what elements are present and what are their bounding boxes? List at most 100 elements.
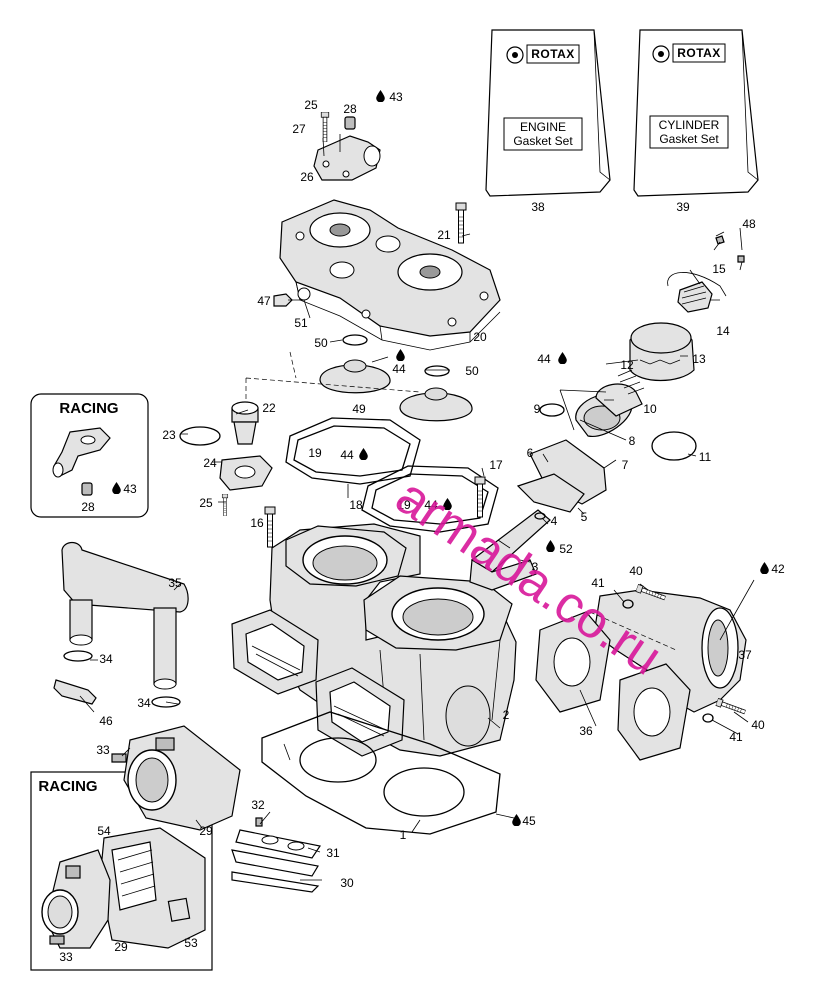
intake-manifold [123,725,241,831]
callout-label: 22 [262,401,276,415]
thermostat-cover [219,455,273,491]
racing-title-top: RACING [59,400,118,417]
combustion-dome-right [399,387,473,422]
callout-label: 40 [629,564,643,578]
callout-label: 36 [579,724,593,738]
callout-label: 39 [676,200,690,214]
rotax-logo-icon [652,45,670,63]
callout-label: 34 [99,652,113,666]
callout-label: 21 [437,228,451,242]
callout-label: 15 [712,262,726,276]
callout-label: 10 [643,402,657,416]
exhaust-gasket-left [535,611,611,713]
callout-label: 20 [473,330,487,344]
rave-valve-cover [629,322,695,381]
exhaust-cover [61,541,189,690]
callout-label: 33 [59,950,73,964]
cylinder-block [269,523,517,757]
callout-label: 13 [692,352,706,366]
callout-label: 19 [397,498,411,512]
callout-label: 44 [424,498,438,512]
callout-label: 46 [99,714,113,728]
callout-label: 12 [620,358,634,372]
callout-label: 43 [123,482,137,496]
cylinder-kit-line1: CYLINDER [659,118,720,132]
callout-label: 48 [742,217,756,231]
callout-label: 30 [340,876,354,890]
racing-title-bottom: RACING [38,778,97,795]
rave-valve-housing [469,439,607,591]
callout-label: 38 [531,200,545,214]
racing-box-top: RACING [30,393,149,518]
callout-label: 25 [199,496,213,510]
callout-label: 44 [392,362,406,376]
callout-label: 11 [699,450,712,464]
callout-label: 43 [389,90,403,104]
callout-label: 53 [184,936,198,950]
head-gasket-left [285,417,421,485]
callout-label: 31 [326,846,340,860]
callout-label: 25 [304,98,318,112]
callout-label: 52 [559,542,573,556]
callout-label: 54 [97,824,111,838]
racing-box-bottom: RACING [30,771,213,971]
callout-label: 33 [96,743,110,757]
callout-label: 28 [81,500,95,514]
callout-label: 50 [465,364,479,378]
callout-label: 6 [527,446,534,460]
callout-label: 14 [716,324,730,338]
engine-kit-line1: ENGINE [520,120,566,134]
callout-label: 8 [629,434,636,448]
callout-label: 23 [162,428,176,442]
callout-label: 29 [199,824,213,838]
callout-label: 26 [300,170,314,184]
callout-label: 17 [489,458,503,472]
callout-label: 4 [551,514,558,528]
callout-label: 1 [400,828,407,842]
callout-label: 49 [352,402,366,416]
cylinder-kit-brand: ROTAX [677,46,721,60]
callout-label: 44 [340,448,354,462]
callout-labels: 25 28 43 27 26 38 39 48 21 15 47 51 14 2… [59,90,785,964]
callout-label: 9 [534,402,541,416]
head-gasket-right [361,465,499,533]
engine-kit-line2: Gasket Set [513,134,573,148]
combustion-dome-left [319,359,391,394]
callout-label: 5 [581,510,588,524]
callout-label: 51 [294,316,308,330]
callout-label: 41 [729,730,743,744]
callout-label: 37 [738,648,752,662]
callout-label: 34 [137,696,151,710]
callout-label: 28 [343,102,357,116]
callout-label: 2 [503,708,510,722]
leader-lines [79,134,755,881]
engine-gasket-set: ROTAX ENGINE Gasket Set [485,29,611,197]
callout-label: 40 [751,718,765,732]
reed-valve-left [231,609,319,695]
callout-label: 16 [250,516,264,530]
callout-label: 19 [308,446,322,460]
callout-label: 29 [114,940,128,954]
exhaust-gasket-right [617,663,691,761]
callout-label: 24 [203,456,217,470]
callout-label: 32 [251,798,265,812]
callout-label: 42 [771,562,785,576]
water-outlet [313,135,381,181]
callout-label: 35 [168,576,182,590]
cylinder-gasket-set: ROTAX CYLINDER Gasket Set [633,29,759,197]
callout-label: 18 [349,498,363,512]
rave-cap [677,281,713,313]
callout-label: 47 [257,294,271,308]
callout-label: 27 [292,122,306,136]
callout-label: 50 [314,336,328,350]
callout-label: 44 [537,352,551,366]
cylinder-head [279,199,501,351]
callout-label: 41 [591,576,605,590]
callout-label: 7 [622,458,629,472]
callout-label: 3 [532,560,539,574]
engine-kit-brand: ROTAX [531,47,575,61]
thermostat [231,401,259,445]
rave-valve-bellows-set [575,383,643,437]
